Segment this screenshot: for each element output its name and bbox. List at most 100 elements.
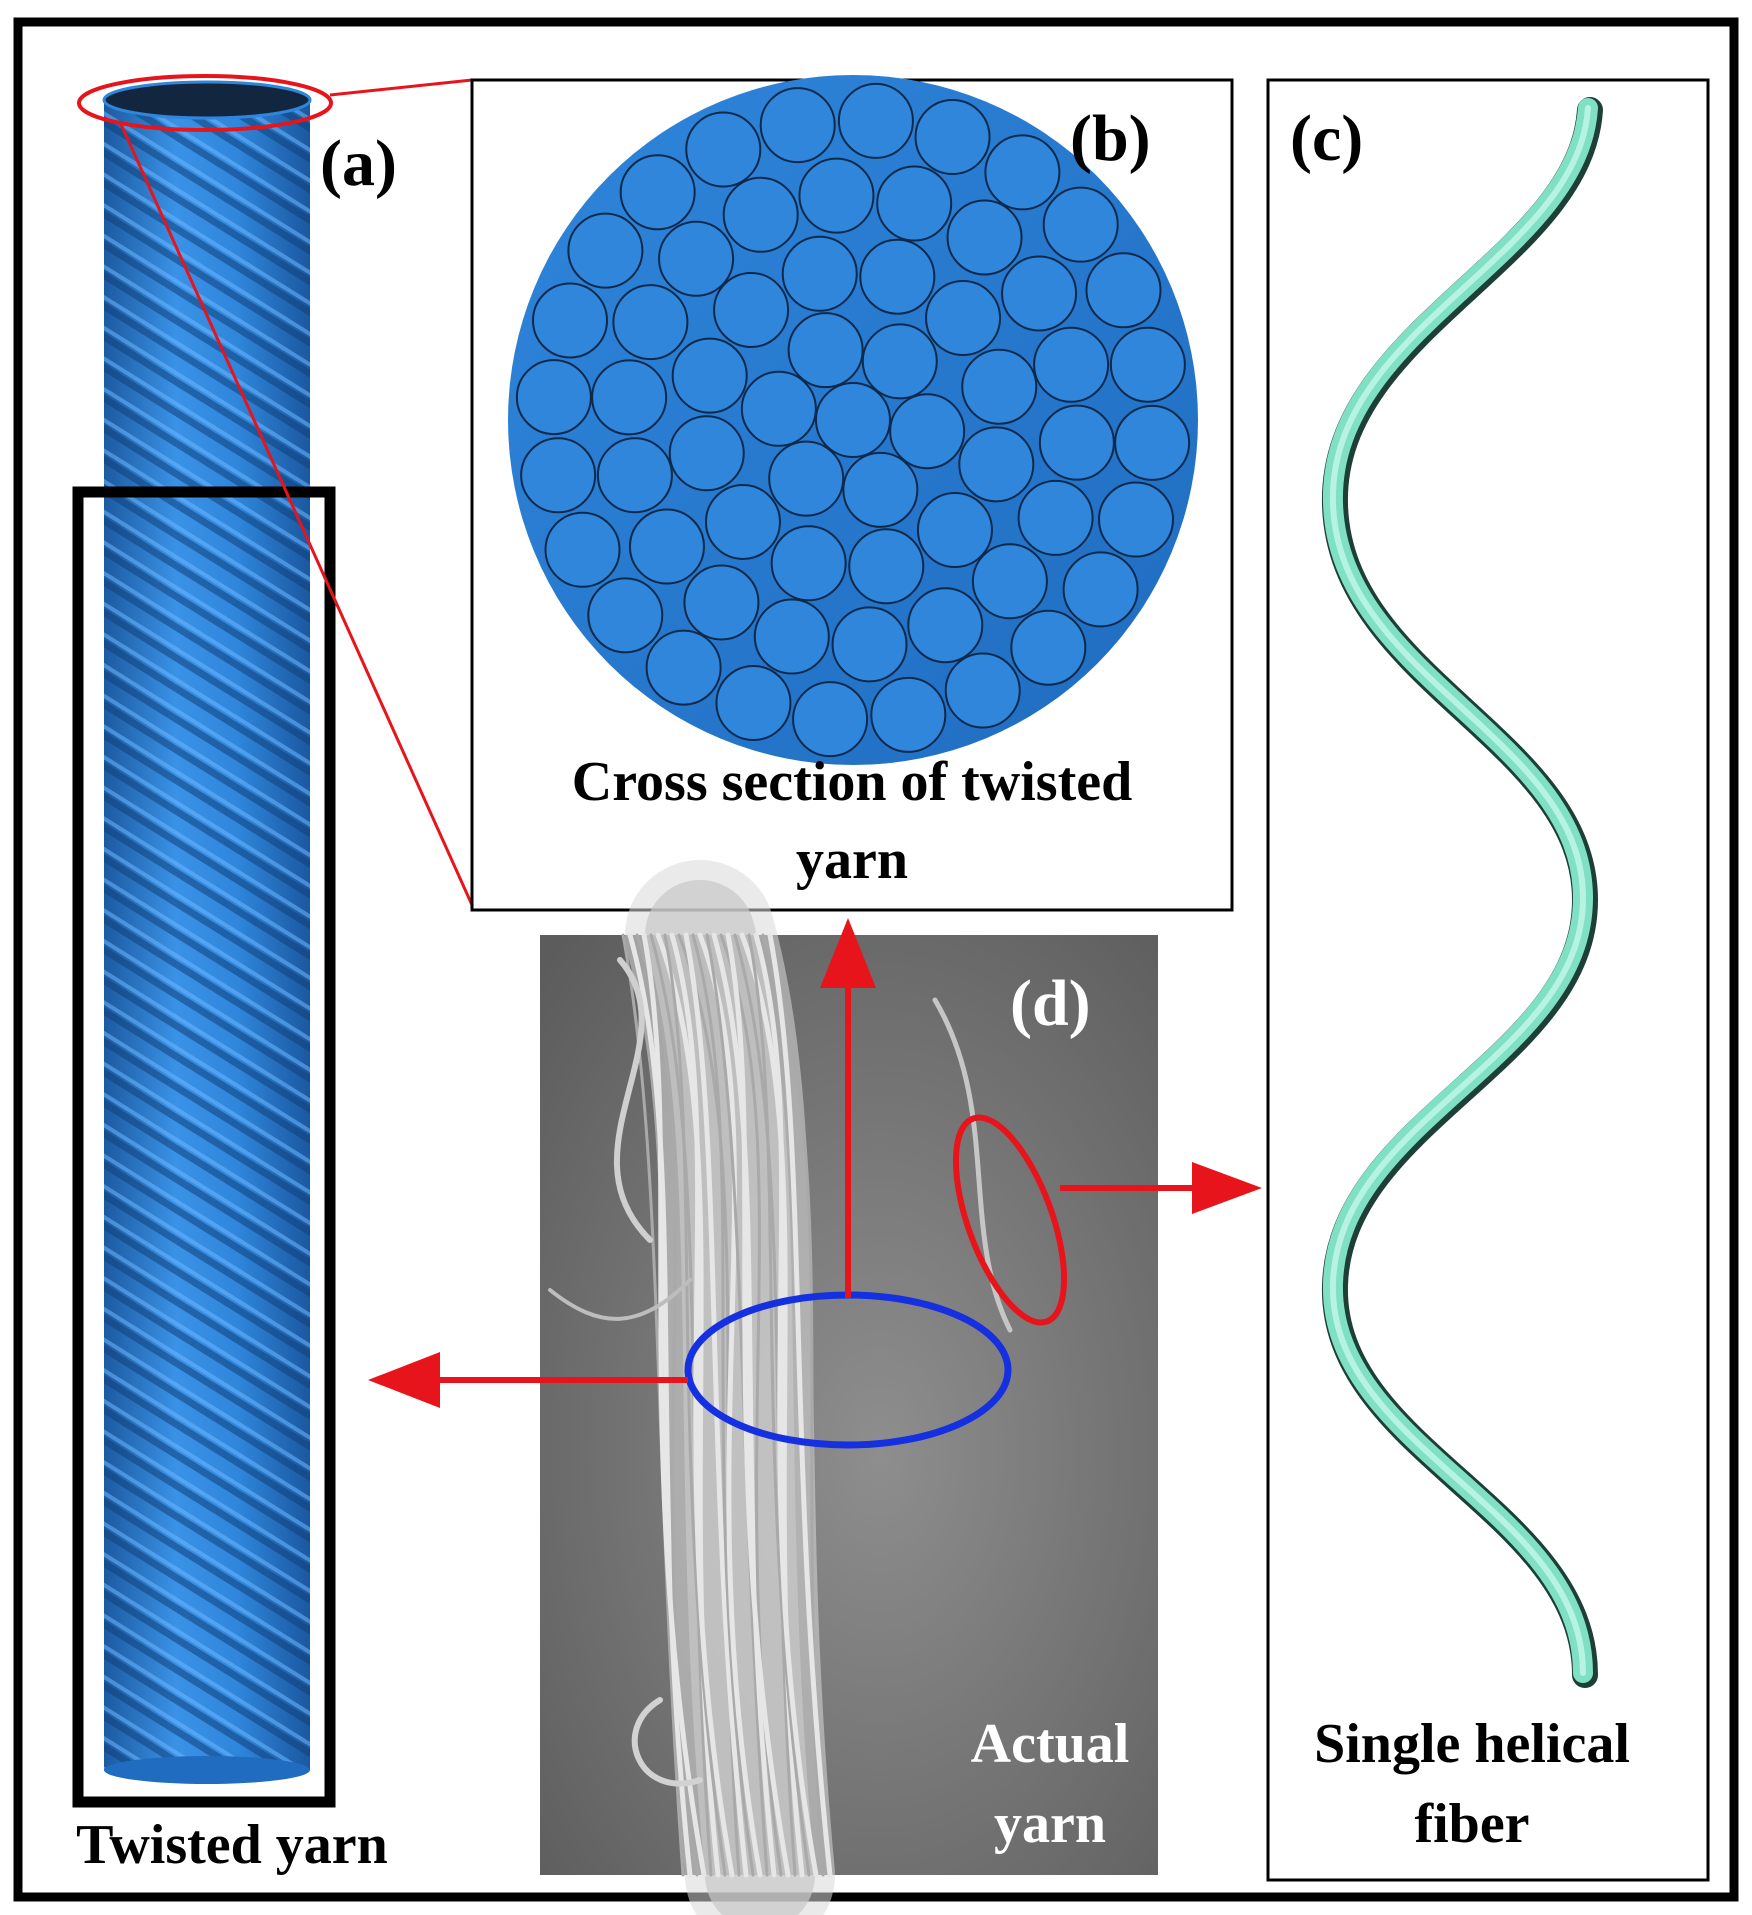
sem-strand	[747, 933, 811, 1877]
cross-section-fiber	[815, 382, 891, 458]
cross-section-fiber	[1038, 404, 1115, 481]
cross-section-fiber	[798, 157, 875, 234]
cross-section-fiber	[1033, 326, 1110, 403]
cross-section-fiber	[781, 235, 858, 312]
cross-section-fiber	[770, 525, 847, 602]
cross-section-fiber	[848, 528, 925, 605]
sem-strand	[753, 932, 819, 1878]
panel-d-tag: (d)	[1010, 967, 1091, 1040]
cross-section-fiber	[1062, 551, 1139, 628]
cross-section-fiber	[961, 348, 1038, 425]
cross-section-fiber	[787, 312, 864, 389]
sem-yarn-strands	[621, 932, 833, 1878]
sem-strand	[669, 932, 735, 1878]
cross-section-fiber	[1098, 481, 1175, 558]
panel-c-helical-fiber: (c) Single helical fiber	[1266, 78, 1710, 1882]
cross-section-fiber	[925, 280, 1002, 357]
cross-section-fiber	[515, 359, 592, 436]
panel-c-tag: (c)	[1290, 102, 1363, 175]
arrows	[368, 918, 1262, 1408]
cross-section-fiber	[1001, 255, 1078, 332]
outer-frame	[13, 17, 1739, 1902]
cross-section-fiber	[1017, 479, 1094, 556]
cross-section-fiber	[668, 415, 745, 492]
cross-section-fiber	[591, 359, 668, 436]
sem-strand	[767, 932, 833, 1878]
cross-section-fiber	[645, 629, 722, 706]
cross-section-fiber	[984, 134, 1061, 211]
cross-section-fiber	[753, 598, 830, 675]
yarn-cylinder-top-rim	[102, 80, 312, 120]
cross-section-fiber	[722, 176, 799, 253]
cross-section-fiber	[870, 676, 947, 753]
sem-loose-fiber	[613, 957, 653, 1243]
arrow-up-head	[820, 918, 876, 988]
panel-c-frame	[1266, 78, 1710, 1882]
cross-section-fiber	[971, 543, 1048, 620]
zoom-line-top	[329, 78, 473, 97]
arrow-right-head	[1192, 1162, 1262, 1214]
sem-yarn-bundle	[548, 860, 1013, 1915]
cross-section-fiber	[1042, 186, 1119, 263]
cross-section-fiber	[713, 271, 790, 348]
cross-section-fiber	[612, 284, 689, 361]
sem-strand	[733, 933, 797, 1877]
arrow-left-head	[368, 1352, 440, 1408]
cross-section-fiber	[907, 587, 984, 664]
panel-d-caption-line2: yarn	[994, 1793, 1106, 1855]
cross-section-fiber	[1114, 404, 1191, 481]
cross-section-fiber	[861, 323, 938, 400]
panel-d-caption-line1: Actual	[971, 1713, 1130, 1775]
cross-section-fiber	[1085, 252, 1162, 329]
panel-d-actual-yarn: (d) Actual yarn	[540, 860, 1158, 1915]
yarn-cylinder-bottom	[104, 1756, 310, 1784]
panel-b-caption-line2: yarn	[796, 829, 908, 891]
yarn-selection-box	[72, 486, 336, 1808]
helical-fiber-highlight	[1329, 105, 1591, 1676]
sem-strand	[627, 932, 693, 1878]
cross-section-fiber	[740, 370, 817, 447]
cross-section-fiber	[768, 440, 845, 517]
cross-section-fiber	[587, 577, 664, 654]
cross-section-fiber	[671, 337, 748, 414]
cross-section-fiber	[520, 437, 597, 514]
fiber-region-ellipse	[952, 1114, 1068, 1326]
sem-strand	[711, 932, 777, 1878]
sem-loose-fiber	[548, 1278, 692, 1321]
cross-section-fiber	[889, 393, 966, 470]
cross-section-fiber	[531, 282, 608, 359]
panel-b-caption-line1: Cross section of twisted	[572, 751, 1132, 813]
cross-section-fiber	[958, 426, 1035, 503]
cross-section-fiber	[683, 564, 760, 641]
cross-section-fiber	[759, 87, 836, 164]
cross-section-fibers	[515, 82, 1191, 758]
cross-section-fiber	[876, 165, 953, 242]
cross-section-fiber	[544, 511, 621, 588]
cross-section-fiber	[946, 199, 1023, 276]
panel-a-caption: Twisted yarn	[76, 1814, 388, 1876]
cross-section-fiber	[1010, 609, 1087, 686]
yarn-cylinder-top	[104, 82, 310, 118]
cross-section-fiber	[596, 437, 673, 514]
panel-c-caption-line2: fiber	[1414, 1793, 1529, 1855]
sem-strand	[697, 932, 763, 1878]
cross-section-fiber	[715, 665, 792, 742]
panel-b-tag: (b)	[1070, 102, 1151, 175]
cross-section-fiber	[944, 652, 1021, 729]
cross-section-fiber	[792, 681, 869, 758]
sem-strand	[621, 933, 685, 1877]
cross-section-fiber	[859, 238, 936, 315]
cross-section-fiber	[842, 451, 919, 528]
cross-section-fiber	[916, 492, 993, 569]
top-highlight-ellipse	[77, 74, 333, 132]
panel-b-cross-section: (b) Cross section of twisted yarn	[470, 75, 1234, 912]
cross-section-fiber	[658, 220, 735, 297]
cross-section-fiber	[831, 606, 908, 683]
panel-a-tag: (a)	[320, 127, 397, 200]
sem-strand	[649, 933, 713, 1877]
sem-loose-fiber	[631, 1697, 703, 1787]
cross-section-fiber	[685, 111, 762, 188]
cross-section-fiber	[619, 154, 696, 231]
zoom-line-bottom	[118, 121, 474, 906]
sem-strand	[705, 933, 769, 1877]
